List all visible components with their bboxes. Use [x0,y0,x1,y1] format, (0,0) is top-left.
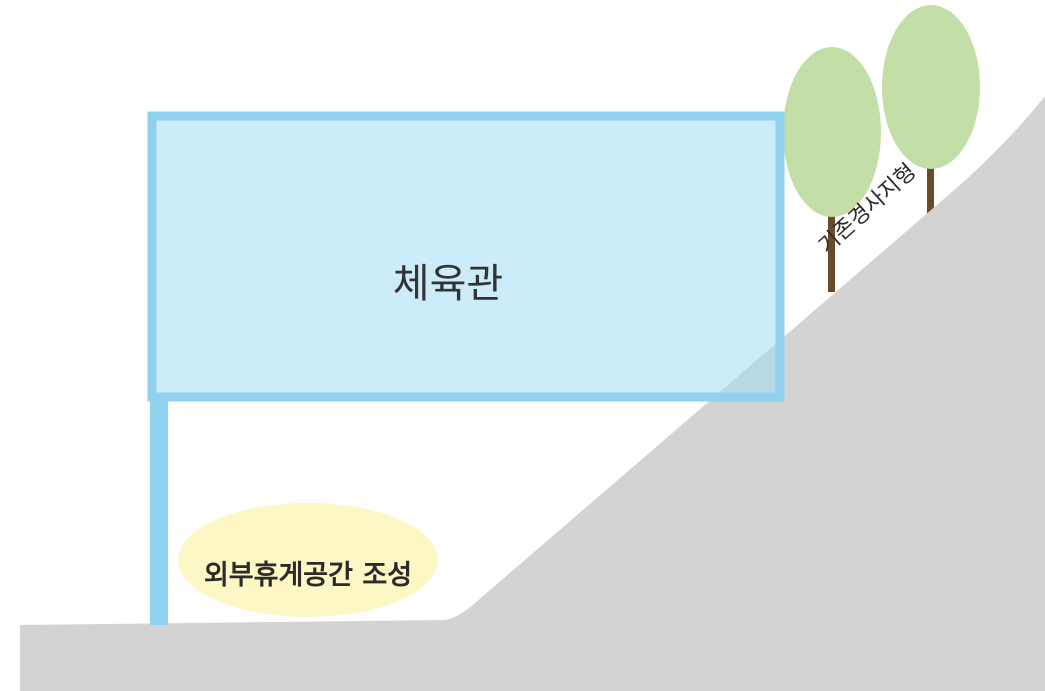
tree-left [783,47,881,292]
tree-trunk [828,190,835,292]
building-box [147,111,785,402]
tree-canopy [882,5,980,169]
building-column [150,396,168,625]
rest-area-ellipse [178,503,438,617]
building-label: 체육관 [393,261,503,307]
tree-right [882,5,980,220]
rest-area-label: 외부휴게공간 조성 [204,560,412,591]
tree-trunk [927,145,934,220]
tree-canopy [783,47,881,217]
ground-terrain [20,96,1045,691]
